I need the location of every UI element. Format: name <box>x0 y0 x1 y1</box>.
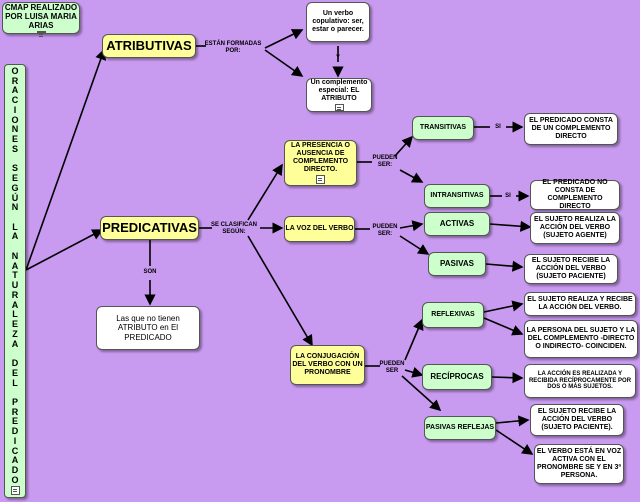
def-pasivas-reflejas-2[interactable]: EL VERBO ESTÁ EN VOZ ACTIVA CON EL PRONO… <box>534 444 624 484</box>
node-sin-atributo[interactable]: Las que no tienen ATRIBUTO en El PREDICA… <box>96 306 200 350</box>
label-y: Y <box>335 55 340 61</box>
node-atributivas[interactable]: ATRIBUTIVAS <box>102 34 196 58</box>
def-transitivas[interactable]: EL PREDICADO CONSTA DE UN COMPLEMENTO DI… <box>524 113 618 145</box>
def-intransitivas[interactable]: EL PREDICADO NO CONSTA DE COMPLEMENTO DI… <box>530 179 620 210</box>
node-activas[interactable]: ACTIVAS <box>424 212 490 236</box>
label-pueden-ser-2: PUEDEN SER: <box>372 224 398 237</box>
def-activas[interactable]: EL SUJETO REALIZA LA ACCIÓN DEL VERBO (S… <box>530 212 620 244</box>
def-reflexivas-2[interactable]: LA PERSONA DEL SUJETO Y LA DEL COMPLEMEN… <box>524 320 638 358</box>
document-icon <box>316 175 325 185</box>
label-son: SON <box>143 269 157 275</box>
node-verbo-copulativo[interactable]: Un verbo copulativo: ser, estar o parece… <box>306 2 370 42</box>
node-voz-verbo[interactable]: LA VOZ DEL VERBO <box>284 216 355 242</box>
node-presencia-ausencia[interactable]: LA PRESENCIA O AUSENCIA DE COMPLEMENTO D… <box>284 140 357 186</box>
node-reflexivas[interactable]: REFLEXIVAS <box>422 302 484 328</box>
label-si-2: SI <box>505 193 511 199</box>
node-predicativas[interactable]: PREDICATIVAS <box>100 216 199 240</box>
node-intransitivas[interactable]: INTRANSITIVAS <box>424 184 490 208</box>
label-pueden-ser-1: PUEDEN SER: <box>372 155 398 168</box>
document-icon <box>334 104 344 111</box>
label-se-clasifican: SE CLASIFICAN SEGÚN: <box>210 222 257 235</box>
def-reflexivas-1[interactable]: EL SUJETO REALIZA Y RECIBE LA ACCIÓN DEL… <box>524 292 636 316</box>
edge-title-atributivas <box>25 48 107 271</box>
label-si-1: SI <box>495 124 501 130</box>
node-complemento-especial[interactable]: Un complemento especial: EL ATRIBUTO <box>306 78 372 112</box>
node-pasivas-reflejas[interactable]: PASIVAS REFLEJAS <box>424 416 496 440</box>
node-conjugacion[interactable]: LA CONJUGACIÓN DEL VERBO CON UN PRONOMBR… <box>290 345 365 385</box>
def-pasivas-reflejas-1[interactable]: EL SUJETO RECIBE LA ACCIÓN DEL VERBO (SU… <box>530 404 624 436</box>
node-transitivas[interactable]: TRANSITIVAS <box>412 116 474 140</box>
node-reciprocas[interactable]: RECÍPROCAS <box>422 364 492 390</box>
edge-title-predicativas <box>25 229 104 271</box>
label-estan-formadas: ESTÁN FORMADAS POR: <box>204 41 262 54</box>
label-pueden-ser-3: PUEDEN SER <box>379 361 405 374</box>
def-reciprocas[interactable]: LA ACCIÓN ES REALIZADA Y RECIBIDA RECÍPR… <box>524 364 636 398</box>
title-box[interactable]: CMAP REALIZADO POR LUISA MARIA ARIAS <box>2 2 80 36</box>
document-icon <box>10 486 20 495</box>
def-pasivas[interactable]: EL SUJETO RECIBE LA ACCIÓN DEL VERBO (SU… <box>524 254 618 284</box>
document-icon <box>36 31 46 36</box>
node-pasivas[interactable]: PASIVAS <box>428 252 486 276</box>
